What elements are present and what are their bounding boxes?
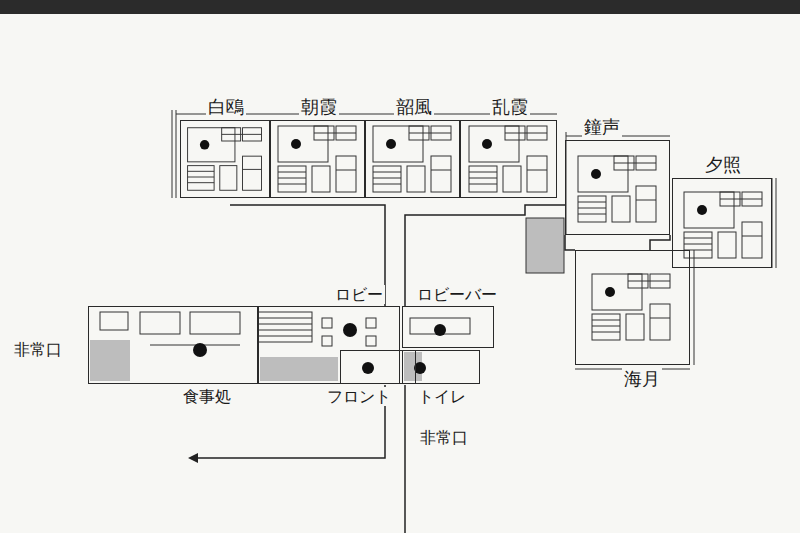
area-name: トイレ bbox=[416, 387, 468, 406]
exit-arrowhead bbox=[188, 453, 198, 463]
public-area-fittings bbox=[90, 312, 470, 381]
paper bbox=[0, 14, 800, 533]
guest-room: 韶風 bbox=[365, 120, 460, 198]
area-name: 夕照 bbox=[703, 154, 743, 176]
area-name: 海月 bbox=[622, 368, 662, 390]
area-name: 鐘声 bbox=[582, 116, 622, 138]
guest-room: 乱霞 bbox=[460, 120, 557, 198]
exit-label: 非常口 bbox=[12, 340, 64, 359]
area-name: 乱霞 bbox=[490, 96, 530, 118]
front-desk-area: フロント bbox=[340, 350, 416, 384]
exit-label: 非常口 bbox=[418, 428, 470, 447]
guest-room: 鐘声 bbox=[565, 140, 670, 235]
lobby-area: ロビー bbox=[258, 306, 400, 384]
corridor-walls bbox=[196, 205, 670, 533]
area-name: ロビーバー bbox=[415, 285, 499, 304]
guest-room: 朝霞 bbox=[270, 120, 365, 198]
dining-area: 食事処 bbox=[88, 306, 258, 384]
room-interiors bbox=[188, 126, 762, 340]
guest-room: 海月 bbox=[575, 250, 690, 365]
guest-room: 夕照 bbox=[672, 178, 772, 268]
lobby-bar-area: ロビーバー bbox=[402, 306, 494, 348]
guest-room: 白鴎 bbox=[180, 120, 270, 198]
area-name: フロント bbox=[325, 387, 393, 406]
area-name: 白鴎 bbox=[206, 96, 246, 118]
balcony-rails bbox=[172, 110, 776, 369]
area-name: 食事処 bbox=[181, 387, 233, 406]
area-name: 韶風 bbox=[394, 96, 434, 118]
area-name: 朝霞 bbox=[299, 96, 339, 118]
corridor-room bbox=[526, 218, 564, 273]
area-name: ロビー bbox=[333, 285, 385, 304]
toilet-area: トイレ bbox=[402, 350, 480, 384]
binder-edge bbox=[0, 0, 800, 14]
